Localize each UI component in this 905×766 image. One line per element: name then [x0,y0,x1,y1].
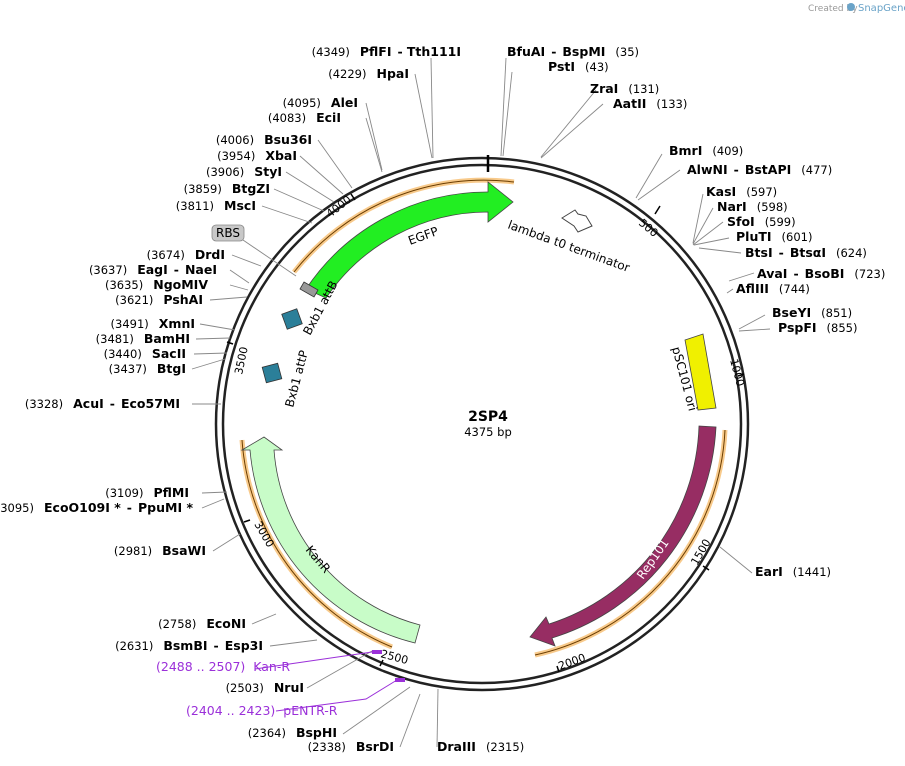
site-label-drdi[interactable]: (3674)DrdI [147,247,225,262]
site-label-btgi[interactable]: (3437)BtgI [109,361,186,376]
site-label-pluti[interactable]: PluTI(601) [736,229,812,244]
primer-pentr-mark [395,678,405,682]
site-label-zrai[interactable]: ZraI(131) [590,81,659,96]
site-label-bfuai[interactable]: BfuAI-BspMI(35) [507,44,639,59]
site-label-bseyi[interactable]: BseYI(851) [772,305,852,320]
site-label-btsi[interactable]: BtsI-BtsαI(624) [745,245,867,260]
egfp-orf-line [293,179,515,273]
site-label-pspfi[interactable]: PspFI(855) [778,320,857,335]
ticks [226,193,745,673]
ori-block [684,333,717,411]
rep-orf-line [534,429,726,656]
created-by-text: Created by [808,4,858,14]
rbs-leader [242,239,297,277]
attp-block [261,362,283,384]
site-label-avai[interactable]: AvaI-BsoBI(723) [757,266,885,281]
site-label-alei[interactable]: (4095)AleI [283,95,358,110]
rbs-label: RBS [216,226,240,240]
site-label-bsphi[interactable]: (2364)BspHI [248,725,337,740]
kanr-arrow [240,436,421,644]
right-site-labels: BfuAI-BspMI(35) PstI(43) ZraI(131) AatII… [437,44,885,754]
tick-1000: 1000 [727,357,747,387]
primer-label-pentr[interactable]: (2404 .. 2423)pENTR-R [186,703,338,718]
snapgene-brand-text: SnapGene [858,3,905,14]
site-label-sacii[interactable]: (3440)SacII [104,346,186,361]
plasmid-length: 4375 bp [464,425,512,439]
site-label-nari[interactable]: NarI(598) [717,199,788,214]
site-label-xmni[interactable]: (3491)XmnI [111,316,195,331]
tick-3500: 3500 [232,346,251,376]
site-label-eari[interactable]: EarI(1441) [755,564,831,579]
site-label-nrui[interactable]: (2503)NruI [226,680,304,695]
site-label-ngomiv[interactable]: (3635)NgoMIV [105,277,208,292]
site-label-msci[interactable]: (3811)MscI [176,198,256,213]
left-site-labels: (4349)PflFI-Tth111I (4229)HpaI (4095)Ale… [0,44,461,754]
tick-4000: 4000 [324,193,354,220]
egfp-arrow [305,181,514,299]
site-label-bmri[interactable]: BmrI(409) [669,143,743,158]
terminator-arrow [561,209,593,233]
snapgene-logo-icon [847,3,855,11]
primer-kanr-mark [372,650,382,654]
site-label-bsmbi[interactable]: (2631)BsmBI-Esp3I [115,638,263,653]
attp-label: Bxb1 attP [282,349,311,409]
backbone-inner-ring [221,163,743,685]
site-label-pflfi[interactable]: (4349)PflFI-Tth111I [312,44,461,59]
site-label-acui[interactable]: (3328)AcuI-Eco57MI [25,396,180,411]
site-label-xbai[interactable]: (3954)XbaI [217,148,297,163]
site-label-draiii[interactable]: DraIII(2315) [437,739,524,754]
site-label-styi[interactable]: (3906)StyI [206,164,282,179]
backbone-outer-ring [214,156,750,692]
attb-block [281,308,303,330]
site-label-ecii[interactable]: (4083)EciI [268,110,341,125]
primer-label-kanr[interactable]: (2488 .. 2507)Kan-R [156,659,290,674]
site-label-btgzi[interactable]: (3859)BtgZI [184,181,270,196]
kanr-orf-line [241,439,393,648]
site-label-pflmi[interactable]: (3109)PflMI [105,485,189,500]
site-label-sfoi[interactable]: SfoI(599) [727,214,796,229]
plasmid-name: 2SP4 [468,409,508,425]
rbs-badge [211,224,245,242]
site-label-psti[interactable]: PstI(43) [548,59,609,74]
site-label-bsrdi[interactable]: (2338)BsrDI [308,739,394,754]
site-label-afliii[interactable]: AflIII(744) [736,281,810,296]
primer-kanr-leader [254,651,373,670]
site-label-kasi[interactable]: KasI(597) [706,184,777,199]
primer-pentr-leader [275,679,398,712]
site-label-hpai[interactable]: (4229)HpaI [328,66,409,81]
site-label-econi[interactable]: (2758)EcoNI [158,616,246,631]
site-label-eagi[interactable]: (3637)EagI-NaeI [89,262,217,277]
site-leader-lines [191,57,771,748]
rbs-block [299,281,319,298]
site-label-bsu36i[interactable]: (4006)Bsu36I [216,132,312,147]
site-label-pshai[interactable]: (3621)PshAI [115,292,203,307]
site-label-bamhi[interactable]: (3481)BamHI [96,331,190,346]
rep101-arrow [529,425,717,647]
terminator-label: lambda t0 terminator [506,218,632,275]
site-label-ecoo109i[interactable]: (3095)EcoO109I *-PpuMI * [0,500,193,515]
site-label-bsawi[interactable]: (2981)BsaWI [114,543,206,558]
site-label-alwni[interactable]: AlwNI-BstAPI(477) [687,162,832,177]
site-label-aatii[interactable]: AatII(133) [613,96,687,111]
